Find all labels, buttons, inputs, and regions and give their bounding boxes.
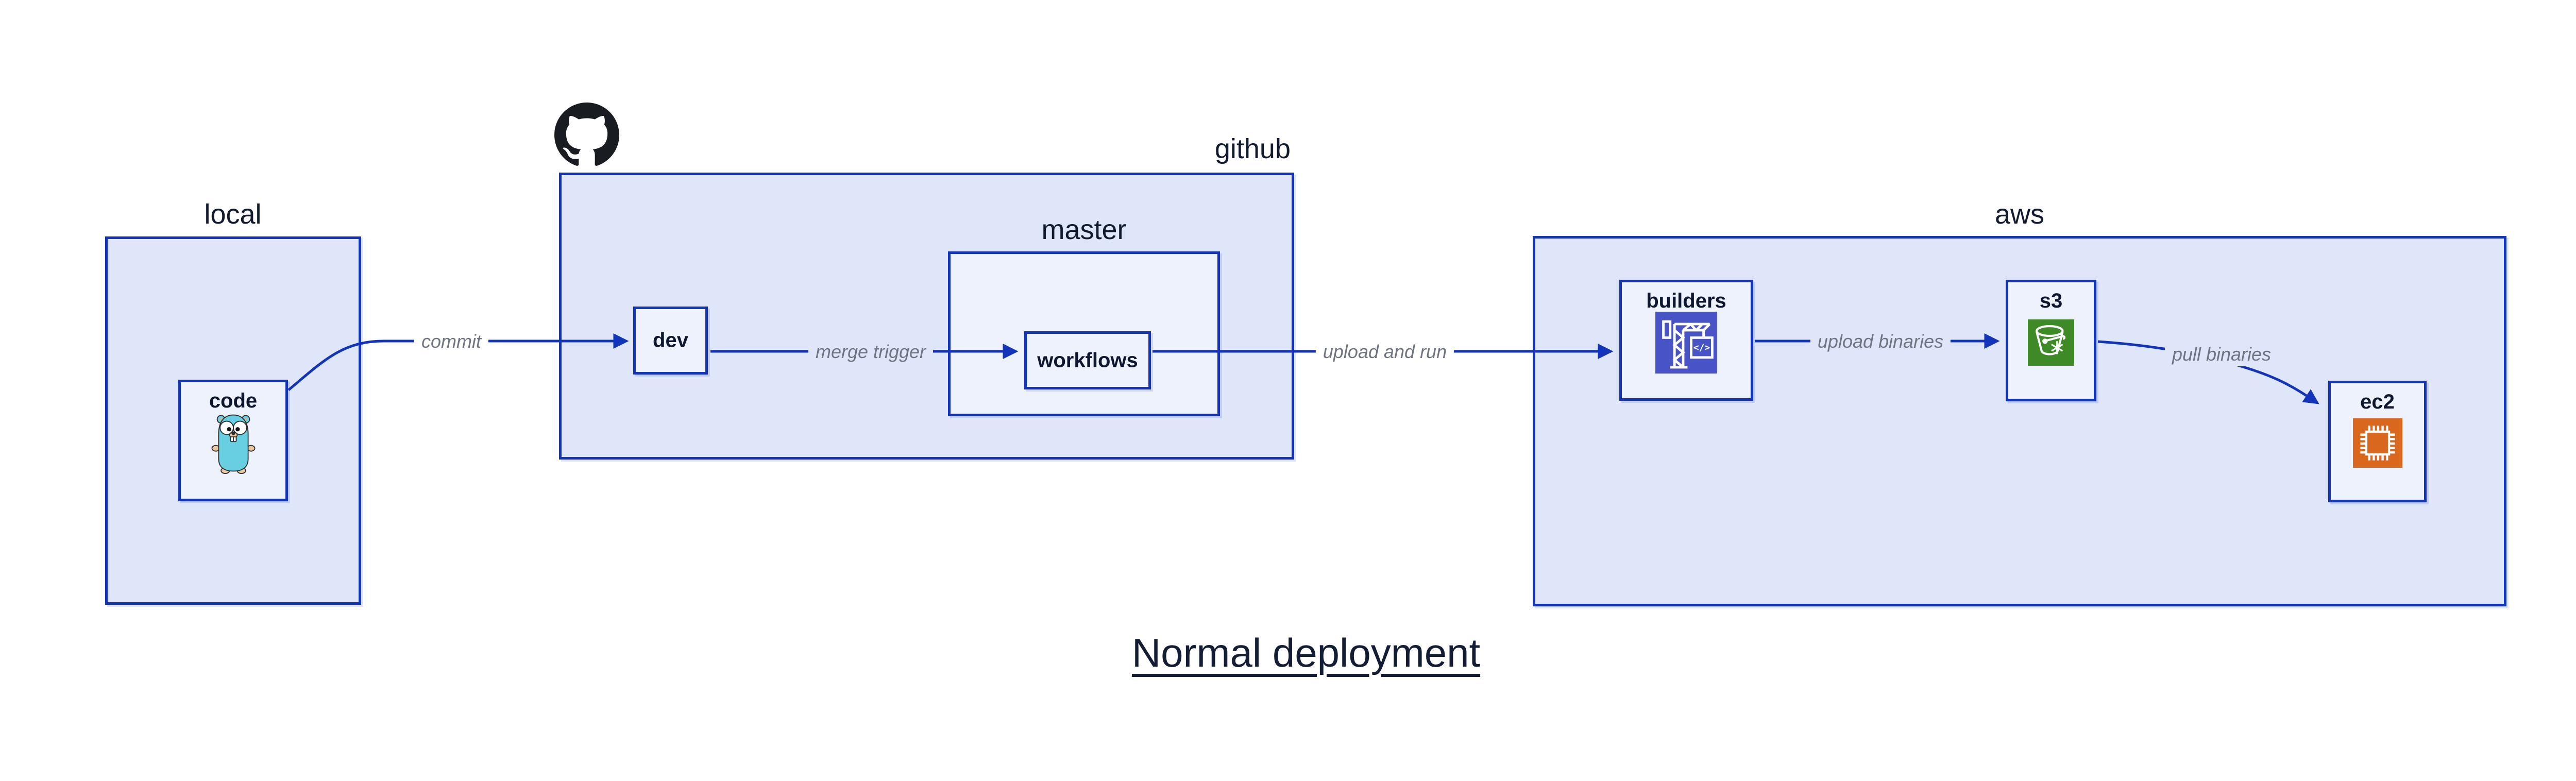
edge-label-merge-trigger: merge trigger: [808, 340, 934, 364]
node-label-workflows: workflows: [1037, 349, 1138, 371]
go-gopher-icon: [209, 412, 258, 474]
crane-code-glyph: </>: [1693, 343, 1710, 353]
node-ec2: ec2: [2328, 381, 2427, 502]
s3-glacier-bucket-icon: [2028, 319, 2074, 366]
ec2-chip-icon: [2352, 418, 2402, 468]
container-label-github: github: [1214, 133, 1291, 164]
container-label-aws: aws: [1994, 199, 2045, 230]
node-label-code: code: [209, 389, 258, 412]
github-octocat-icon: [554, 103, 619, 167]
edge-label-upload-and-run: upload and run: [1315, 340, 1454, 364]
node-label-dev: dev: [653, 329, 688, 352]
container-label-master: master: [1041, 214, 1127, 245]
codebuild-crane-icon: </>: [1655, 312, 1717, 373]
edge-label-commit: commit: [414, 330, 488, 353]
edge-label-pull-binaries: pull binaries: [2164, 343, 2279, 366]
node-dev: dev: [633, 307, 708, 375]
node-builders: builders </>: [1619, 280, 1753, 401]
node-label-s3: s3: [2039, 290, 2063, 312]
node-code: code: [178, 380, 288, 501]
node-label-builders: builders: [1646, 290, 1726, 312]
diagram-title: Normal deployment: [1131, 630, 1481, 675]
edge-label-upload-binaries: upload binaries: [1810, 330, 1951, 353]
node-workflows: workflows: [1024, 331, 1151, 389]
node-s3: s3: [2006, 280, 2096, 401]
node-label-ec2: ec2: [2360, 390, 2395, 413]
container-label-local: local: [204, 199, 262, 230]
